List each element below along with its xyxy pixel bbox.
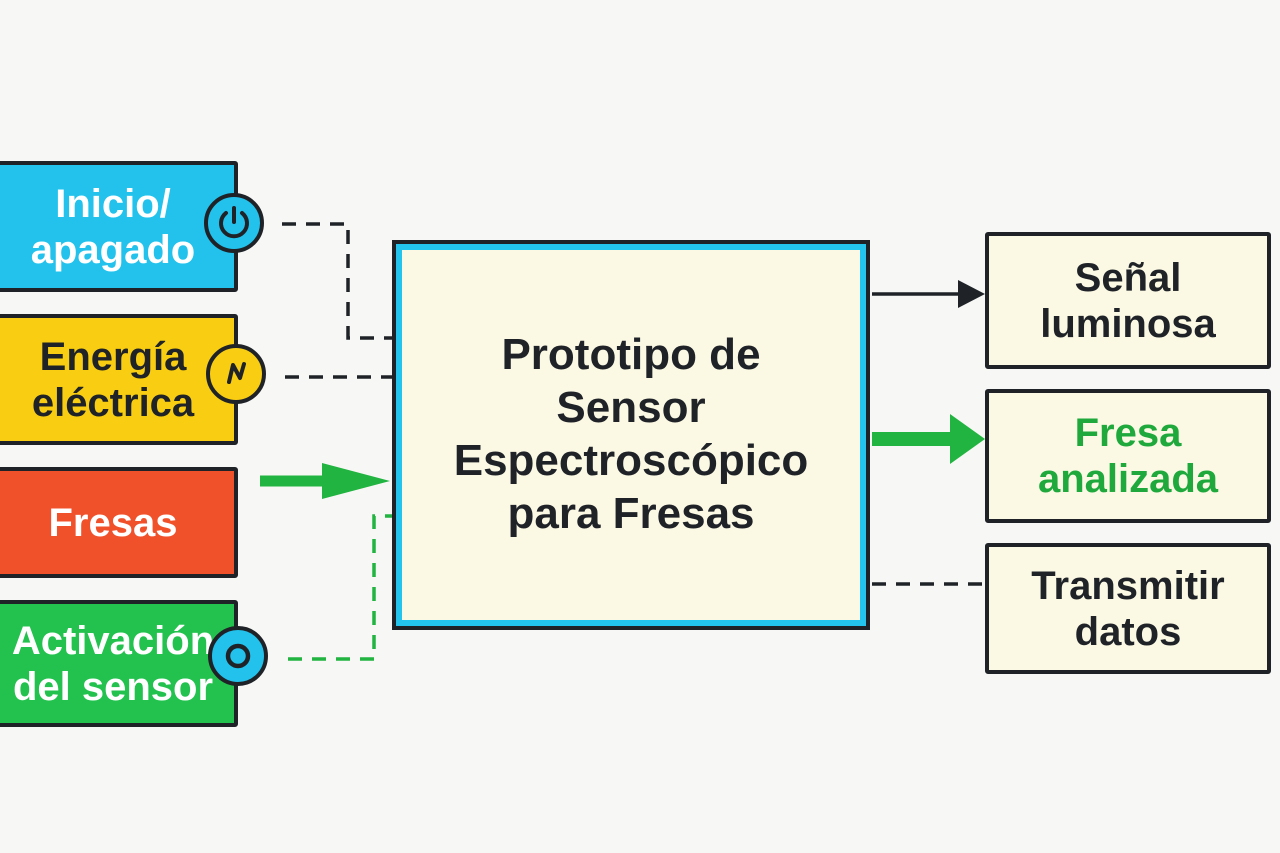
power-icon	[204, 193, 264, 253]
input-label-line: del sensor	[12, 664, 214, 709]
output-label-line: analizada	[1037, 457, 1219, 501]
output-label-line: luminosa	[1040, 301, 1216, 346]
connector-activation	[288, 514, 392, 661]
input-box-fresas: Fresas	[0, 467, 238, 578]
output-label-line: Transmitir	[1031, 563, 1225, 608]
output-box-analyzed: Fresa analizada	[985, 389, 1271, 523]
center-process-box: Prototipo de Sensor Espectroscópico para…	[392, 240, 870, 630]
output-label-line: datos	[1074, 609, 1182, 654]
center-title-line: para Fresas	[507, 488, 755, 538]
center-process-inner: Prototipo de Sensor Espectroscópico para…	[402, 250, 860, 620]
input-box-power: Inicio/ apagado	[0, 161, 238, 292]
output-label-line: Señal	[1074, 255, 1182, 300]
input-label-line: apagado	[30, 227, 196, 272]
arrow-signal-out	[872, 280, 985, 308]
output-label-line: Fresa	[1074, 411, 1182, 455]
arrow-fresas-in	[260, 463, 390, 499]
sensor-ring-icon	[208, 626, 268, 686]
input-box-activation: Activación del sensor	[0, 600, 238, 727]
output-box-transmit: Transmitir datos	[985, 543, 1271, 674]
center-title-line: Prototipo de	[501, 330, 761, 380]
center-title-line: Espectroscópico	[453, 436, 809, 485]
input-label-line: Fresas	[48, 500, 178, 545]
input-label-line: Activación	[11, 618, 215, 663]
connector-power	[282, 222, 392, 340]
lightning-icon	[206, 344, 266, 404]
input-box-energy: Energía eléctrica	[0, 314, 238, 445]
input-label-line: Inicio/	[55, 181, 171, 226]
input-label-line: eléctrica	[31, 380, 195, 425]
output-box-signal: Señal luminosa	[985, 232, 1271, 369]
center-title-line: Sensor	[556, 383, 706, 433]
input-label-line: Energía	[39, 334, 187, 379]
arrow-analyzed-out	[872, 414, 985, 464]
